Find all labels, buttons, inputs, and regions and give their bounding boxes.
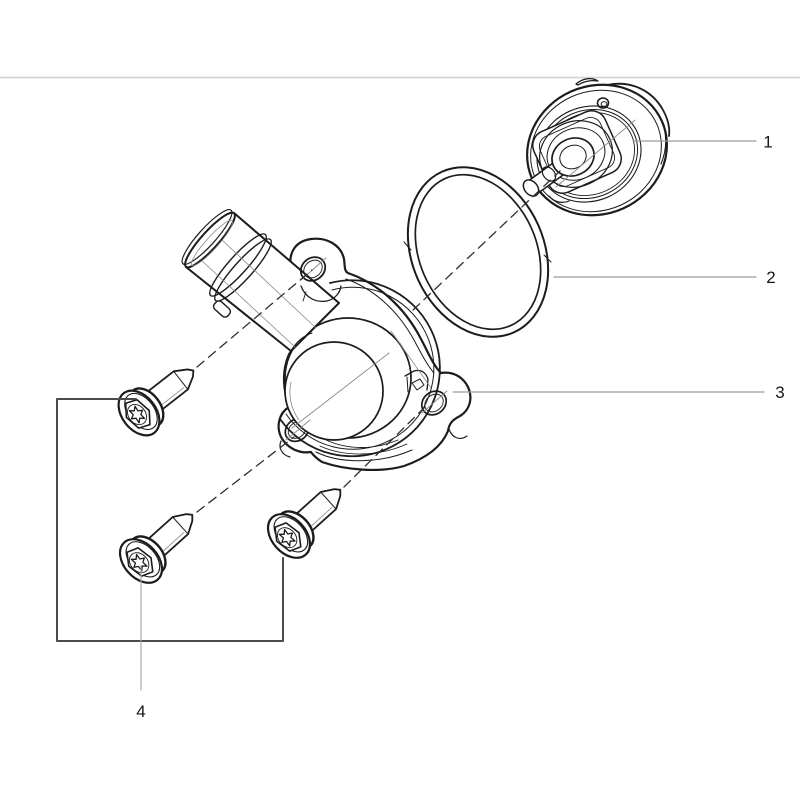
pipe-opening-rim	[184, 211, 236, 269]
bolt-illustration-3	[258, 470, 359, 568]
axis-bolt3-to-right-hole	[343, 405, 427, 488]
thermostat-illustration	[522, 77, 671, 217]
bolt-illustration-1	[109, 349, 210, 445]
assembly-axis-lines	[196, 170, 561, 513]
thermostat-valve-disc	[551, 137, 595, 177]
bleed-hole	[596, 97, 610, 109]
o-ring-outer	[406, 166, 550, 338]
callouts: 1 2 3 4	[56, 133, 785, 721]
axis-housing-to-thermostat	[412, 170, 561, 311]
pipe-nib	[212, 300, 232, 318]
axis-bolt2-to-left-hole	[196, 436, 295, 513]
callout-label-1[interactable]: 1	[763, 133, 772, 152]
callout-label-3[interactable]: 3	[775, 383, 784, 402]
o-ring-inner	[414, 173, 542, 331]
housing-cover-illustration	[181, 209, 472, 472]
axis-bolt1-to-top-hole	[196, 269, 313, 368]
callout-bracket-4	[56, 398, 284, 642]
callout-label-2[interactable]: 2	[766, 268, 775, 287]
o-ring-illustration	[403, 166, 552, 338]
bolt-illustration-2	[110, 495, 211, 593]
callout-label-4[interactable]: 4	[136, 702, 145, 721]
